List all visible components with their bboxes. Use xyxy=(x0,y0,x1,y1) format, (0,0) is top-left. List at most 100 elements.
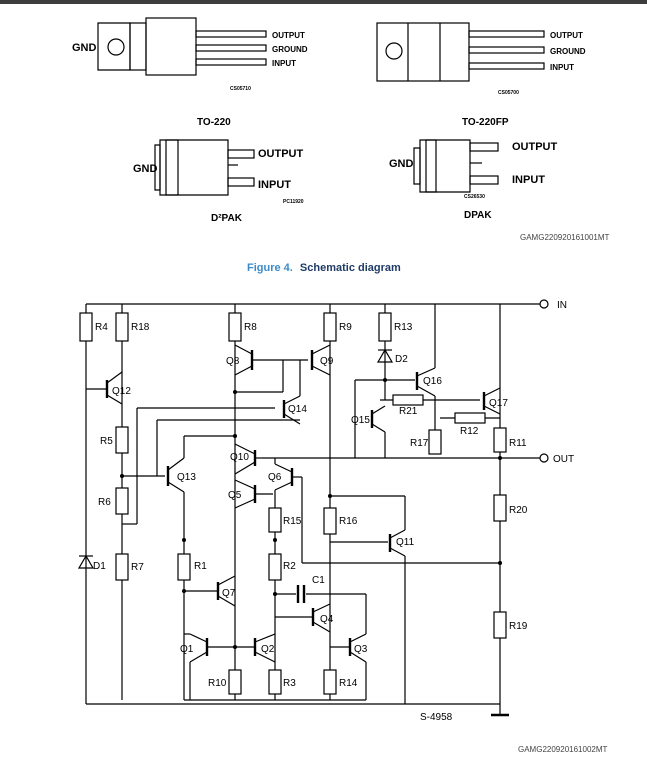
label-r14: R14 xyxy=(339,678,358,689)
label-q12: Q12 xyxy=(112,386,131,397)
d2pak-name: D²PAK xyxy=(211,213,243,224)
dpak-name: DPAK xyxy=(464,210,492,221)
to220fp-input-label: INPUT xyxy=(550,63,574,72)
label-q17: Q17 xyxy=(489,398,508,409)
resistor-r11 xyxy=(493,427,507,453)
label-q3: Q3 xyxy=(354,644,368,655)
to220-input-label: INPUT xyxy=(272,59,296,68)
label-r16: R16 xyxy=(339,516,358,527)
to220-name: TO-220 xyxy=(197,117,231,128)
package-to220fp: OUTPUT GROUND INPUT CS05700 TO-220FP xyxy=(376,22,586,128)
resistor-r20 xyxy=(493,494,507,522)
label-q5: Q5 xyxy=(228,490,242,501)
resistor-r10 xyxy=(228,669,242,695)
figure-caption: Figure 4. Schematic diagram xyxy=(247,262,401,274)
d2pak-input-label: INPUT xyxy=(258,179,291,191)
dpak-code: CS26530 xyxy=(464,194,485,200)
resistor-r5 xyxy=(115,426,129,454)
package-to220: GND OUTPUT GROUND INPUT CS05710 TO-220 xyxy=(72,17,308,128)
label-q8: Q8 xyxy=(226,356,240,367)
label-r20: R20 xyxy=(509,505,528,516)
resistor-r1 xyxy=(177,553,191,581)
resistor-r21 xyxy=(392,394,424,406)
schematic-diagram: IN OUT R4 D1 R18 Q12 R5 R6 R7 xyxy=(77,299,574,723)
package-dpak: GND OUTPUT INPUT CS26530 DPAK xyxy=(389,139,558,221)
label-r9: R9 xyxy=(339,322,352,333)
label-r3: R3 xyxy=(283,678,296,689)
to220-output-label: OUTPUT xyxy=(272,31,305,40)
resistor-r7 xyxy=(115,553,129,581)
to220-code: CS05710 xyxy=(230,86,251,92)
label-r6: R6 xyxy=(98,497,111,508)
in-terminal xyxy=(539,299,549,309)
top-border-bar xyxy=(0,0,647,4)
package-d2pak: GND OUTPUT INPUT PC11920 D²PAK xyxy=(133,139,304,224)
to220-ground-label: GROUND xyxy=(272,45,308,54)
resistor-r2 xyxy=(268,553,282,581)
resistor-r18 xyxy=(115,312,129,342)
resistor-r6 xyxy=(115,487,129,515)
resistor-r4 xyxy=(79,312,93,342)
dpak-output-label: OUTPUT xyxy=(512,141,558,153)
figure-number: Figure 4. xyxy=(247,262,293,274)
figure-title: Schematic diagram xyxy=(300,262,401,274)
resistor-r14 xyxy=(323,669,337,695)
out-label: OUT xyxy=(553,454,574,465)
label-q4: Q4 xyxy=(320,614,334,625)
d2pak-code: PC11920 xyxy=(283,199,304,205)
label-q10: Q10 xyxy=(230,452,249,463)
label-q16: Q16 xyxy=(423,376,442,387)
label-q2: Q2 xyxy=(261,644,275,655)
resistor-r19 xyxy=(493,611,507,639)
label-d2: D2 xyxy=(395,354,408,365)
reference-top: GAMG220920161001MT xyxy=(520,233,610,242)
to220fp-name: TO-220FP xyxy=(462,117,509,128)
out-terminal xyxy=(539,453,549,463)
resistor-r16 xyxy=(323,507,337,535)
label-r13: R13 xyxy=(394,322,413,333)
in-label: IN xyxy=(557,300,567,311)
label-q14: Q14 xyxy=(288,404,307,415)
label-r12: R12 xyxy=(460,426,479,437)
label-r15: R15 xyxy=(283,516,302,527)
label-r2: R2 xyxy=(283,561,296,572)
to220fp-ground-label: GROUND xyxy=(550,47,586,56)
drawing-number: S-4958 xyxy=(420,712,453,723)
d2pak-output-label: OUTPUT xyxy=(258,148,304,160)
label-r5: R5 xyxy=(100,436,113,447)
resistor-r9 xyxy=(323,312,337,342)
label-r7: R7 xyxy=(131,562,144,573)
label-q9: Q9 xyxy=(320,356,334,367)
d2pak-gnd-label: GND xyxy=(133,163,158,175)
to220fp-code: CS05700 xyxy=(498,90,519,96)
dpak-input-label: INPUT xyxy=(512,174,545,186)
label-r21: R21 xyxy=(399,406,418,417)
resistor-r13 xyxy=(378,312,392,342)
label-r1: R1 xyxy=(194,561,207,572)
label-r8: R8 xyxy=(244,322,257,333)
label-r11: R11 xyxy=(509,438,527,449)
resistor-r12 xyxy=(454,412,486,424)
resistor-r15 xyxy=(268,507,282,533)
label-q13: Q13 xyxy=(177,472,196,483)
label-r4: R4 xyxy=(95,322,108,333)
label-r17: R17 xyxy=(410,438,429,449)
label-q6: Q6 xyxy=(268,472,282,483)
label-r10: R10 xyxy=(208,678,227,689)
dpak-gnd-label: GND xyxy=(389,158,414,170)
label-q7: Q7 xyxy=(222,588,236,599)
resistor-r17 xyxy=(428,429,442,455)
label-q15: Q15 xyxy=(351,415,370,426)
label-r18: R18 xyxy=(131,322,150,333)
label-r19: R19 xyxy=(509,621,528,632)
to220-gnd-label: GND xyxy=(72,42,97,54)
label-q1: Q1 xyxy=(180,644,194,655)
label-d1: D1 xyxy=(93,561,106,572)
resistor-r8 xyxy=(228,312,242,342)
reference-bottom: GAMG220920161002MT xyxy=(518,745,608,754)
to220fp-output-label: OUTPUT xyxy=(550,31,583,40)
label-c1: C1 xyxy=(312,575,325,586)
resistor-r3 xyxy=(268,669,282,695)
label-q11: Q11 xyxy=(396,537,415,548)
